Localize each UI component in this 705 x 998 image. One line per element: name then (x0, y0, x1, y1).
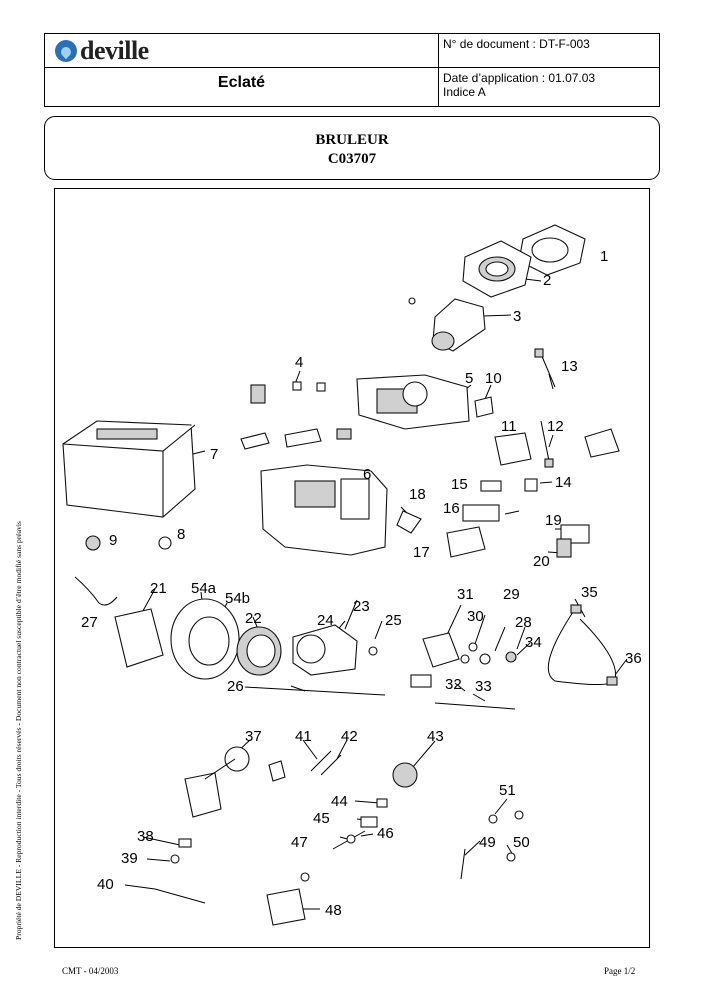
label-part-41: 41 (295, 728, 312, 745)
label-part-4: 4 (295, 354, 303, 371)
label-part-34: 34 (525, 634, 542, 651)
label-part-30: 30 (467, 608, 484, 625)
label-part-17: 17 (413, 544, 430, 561)
deville-logo: deville (55, 36, 149, 65)
label-part-15: 15 (451, 476, 468, 493)
exploded-view-drawing: 1 2 3 4 5 6 7 8 9 10 11 12 13 14 15 16 1… (62, 224, 642, 926)
label-part-29: 29 (503, 586, 520, 603)
label-part-31: 31 (457, 586, 474, 603)
label-part-19: 19 (545, 512, 562, 529)
application-date-block: Date d’application : 01.07.03 Indice A (443, 71, 595, 99)
label-part-49: 49 (479, 834, 496, 851)
label-part-35: 35 (581, 584, 598, 601)
logo-wordmark: deville (80, 36, 149, 65)
label-part-45: 45 (313, 810, 330, 827)
label-part-36: 36 (625, 650, 642, 667)
label-part-37: 37 (245, 728, 262, 745)
label-part-14: 14 (555, 474, 572, 491)
label-part-47: 47 (291, 834, 308, 851)
label-part-24: 24 (317, 612, 334, 629)
label-part-43: 43 (427, 728, 444, 745)
label-part-1: 1 (600, 248, 608, 265)
label-part-22: 22 (245, 610, 262, 627)
header-divider-horizontal (45, 67, 659, 68)
exploded-view-frame: 1 2 3 4 5 6 7 8 9 10 11 12 13 14 15 16 1… (54, 188, 650, 948)
application-date: Date d’application : 01.07.03 (443, 71, 596, 85)
label-part-23: 23 (353, 598, 370, 615)
label-part-33: 33 (475, 678, 492, 695)
label-part-54b: 54b (225, 590, 250, 607)
label-part-27: 27 (81, 614, 98, 631)
label-part-54a: 54a (191, 580, 217, 597)
label-part-3: 3 (513, 308, 521, 325)
label-part-6: 6 (363, 466, 371, 483)
label-part-13: 13 (561, 358, 578, 375)
drop-logo-icon (55, 40, 77, 62)
title-line-2: C03707 (327, 151, 377, 167)
part-number-labels: 1 2 3 4 5 6 7 8 9 10 11 12 13 14 15 16 1… (81, 248, 642, 919)
title-box: BRULEUR C03707 (44, 116, 660, 180)
label-part-18: 18 (409, 486, 426, 503)
label-part-2: 2 (543, 272, 551, 289)
header-divider-vertical (438, 34, 439, 106)
label-part-10: 10 (485, 370, 502, 387)
label-part-26: 26 (227, 678, 244, 695)
label-part-16: 16 (443, 500, 460, 517)
label-part-9: 9 (109, 532, 117, 549)
side-ownership-note: Propriété de DEVILLE - Reproduction inte… (14, 521, 23, 940)
label-part-32: 32 (445, 676, 462, 693)
document-header: deville Eclaté N° de document : DT-F-003… (44, 33, 660, 107)
title-line-1: BRULEUR (315, 132, 389, 148)
label-part-8: 8 (177, 526, 185, 543)
footer-reference: CMT - 04/2003 (62, 966, 119, 976)
label-part-42: 42 (341, 728, 358, 745)
label-part-39: 39 (121, 850, 138, 867)
label-part-51: 51 (499, 782, 516, 799)
document-type: Eclaté (217, 74, 266, 91)
footer-page-number: Page 1/2 (604, 966, 636, 976)
document-number: N° de document : DT-F-003 (443, 37, 590, 51)
label-part-12: 12 (547, 418, 564, 435)
label-part-11: 11 (501, 418, 517, 435)
label-part-48: 48 (325, 902, 342, 919)
label-part-44: 44 (331, 793, 348, 810)
label-part-5: 5 (465, 370, 473, 387)
label-part-38: 38 (137, 828, 154, 845)
label-part-21: 21 (150, 580, 167, 597)
label-part-40: 40 (97, 876, 114, 893)
document-index: Indice A (443, 85, 486, 99)
label-part-20: 20 (533, 553, 550, 570)
label-part-28: 28 (515, 614, 532, 631)
label-part-50: 50 (513, 834, 530, 851)
label-part-25: 25 (385, 612, 402, 629)
label-part-46: 46 (377, 825, 394, 842)
label-part-7: 7 (210, 446, 218, 463)
burner-parts (62, 224, 620, 926)
